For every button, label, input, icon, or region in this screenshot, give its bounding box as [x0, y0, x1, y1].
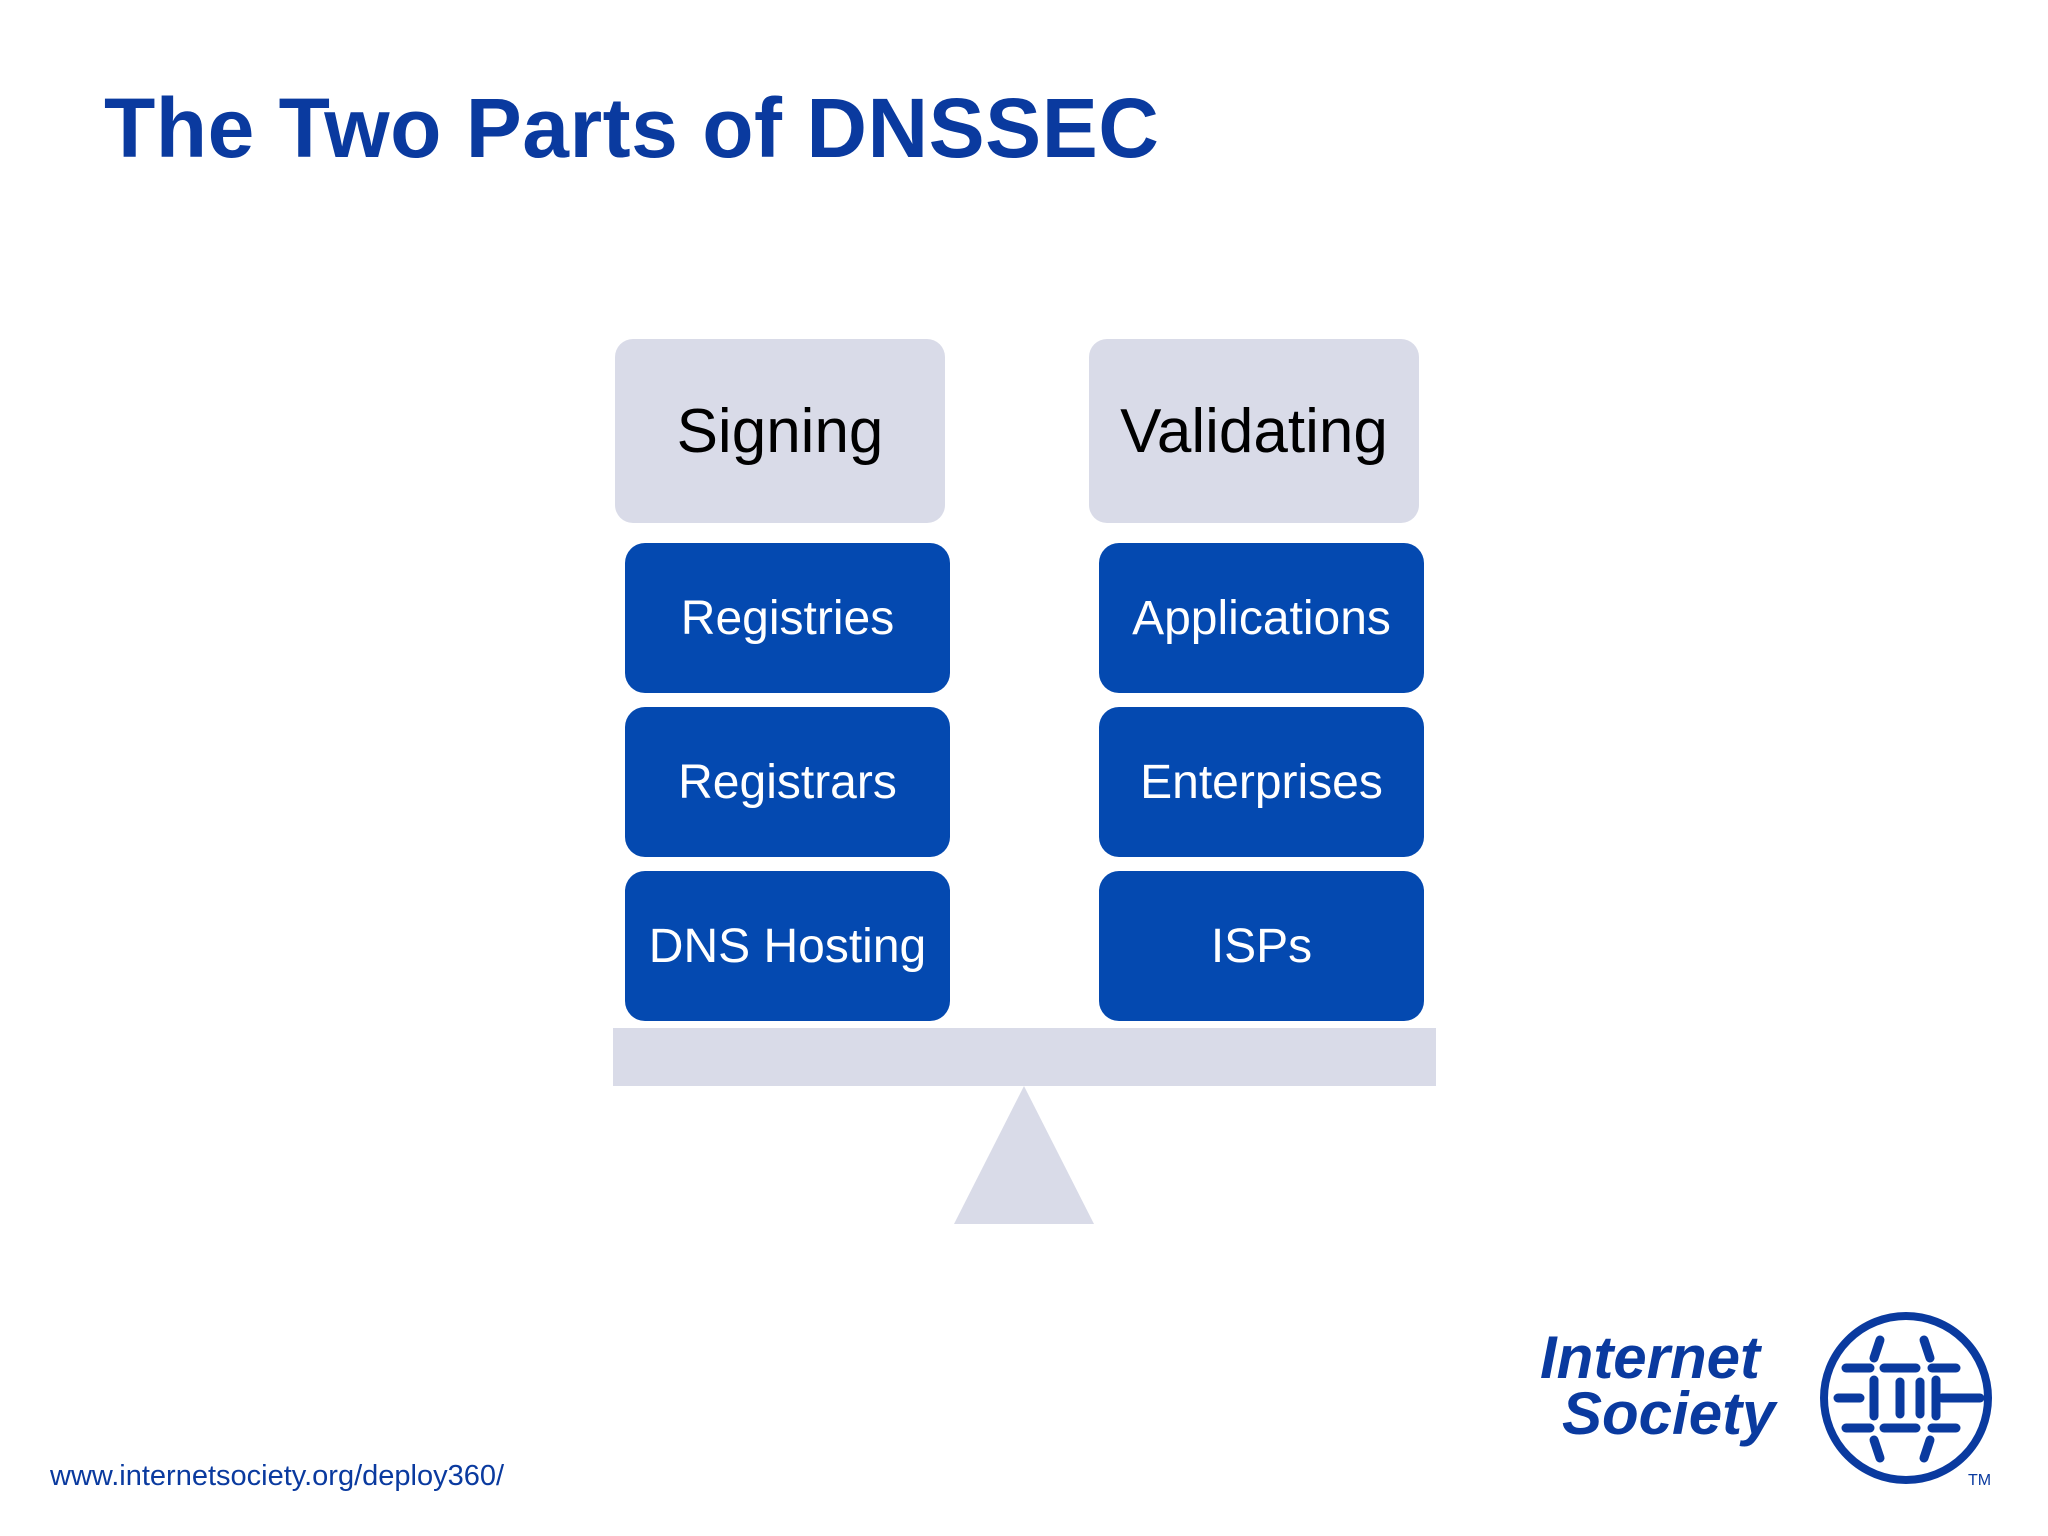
signing-item-registries: Registries: [625, 543, 950, 693]
slide-title: The Two Parts of DNSSEC: [104, 81, 1160, 175]
signing-item-dns-hosting: DNS Hosting: [625, 871, 950, 1021]
balance-beam: [613, 1028, 1436, 1086]
validating-header: Validating: [1089, 339, 1419, 523]
fulcrum-triangle-icon: [954, 1086, 1094, 1224]
validating-item-isps: ISPs: [1099, 871, 1424, 1021]
logo-text-line1: Internet: [1540, 1324, 1763, 1391]
logo-text-line2: Society: [1562, 1380, 1778, 1447]
validating-item-enterprises: Enterprises: [1099, 707, 1424, 857]
validating-item-applications: Applications: [1099, 543, 1424, 693]
signing-header: Signing: [615, 339, 945, 523]
footer-url: www.internetsociety.org/deploy360/: [50, 1460, 505, 1492]
signing-item-registrars: Registrars: [625, 707, 950, 857]
logo-trademark: TM: [1968, 1472, 1991, 1489]
internet-society-logo: Internet Society: [1540, 1312, 1992, 1489]
globe-icon: [1820, 1312, 1992, 1484]
